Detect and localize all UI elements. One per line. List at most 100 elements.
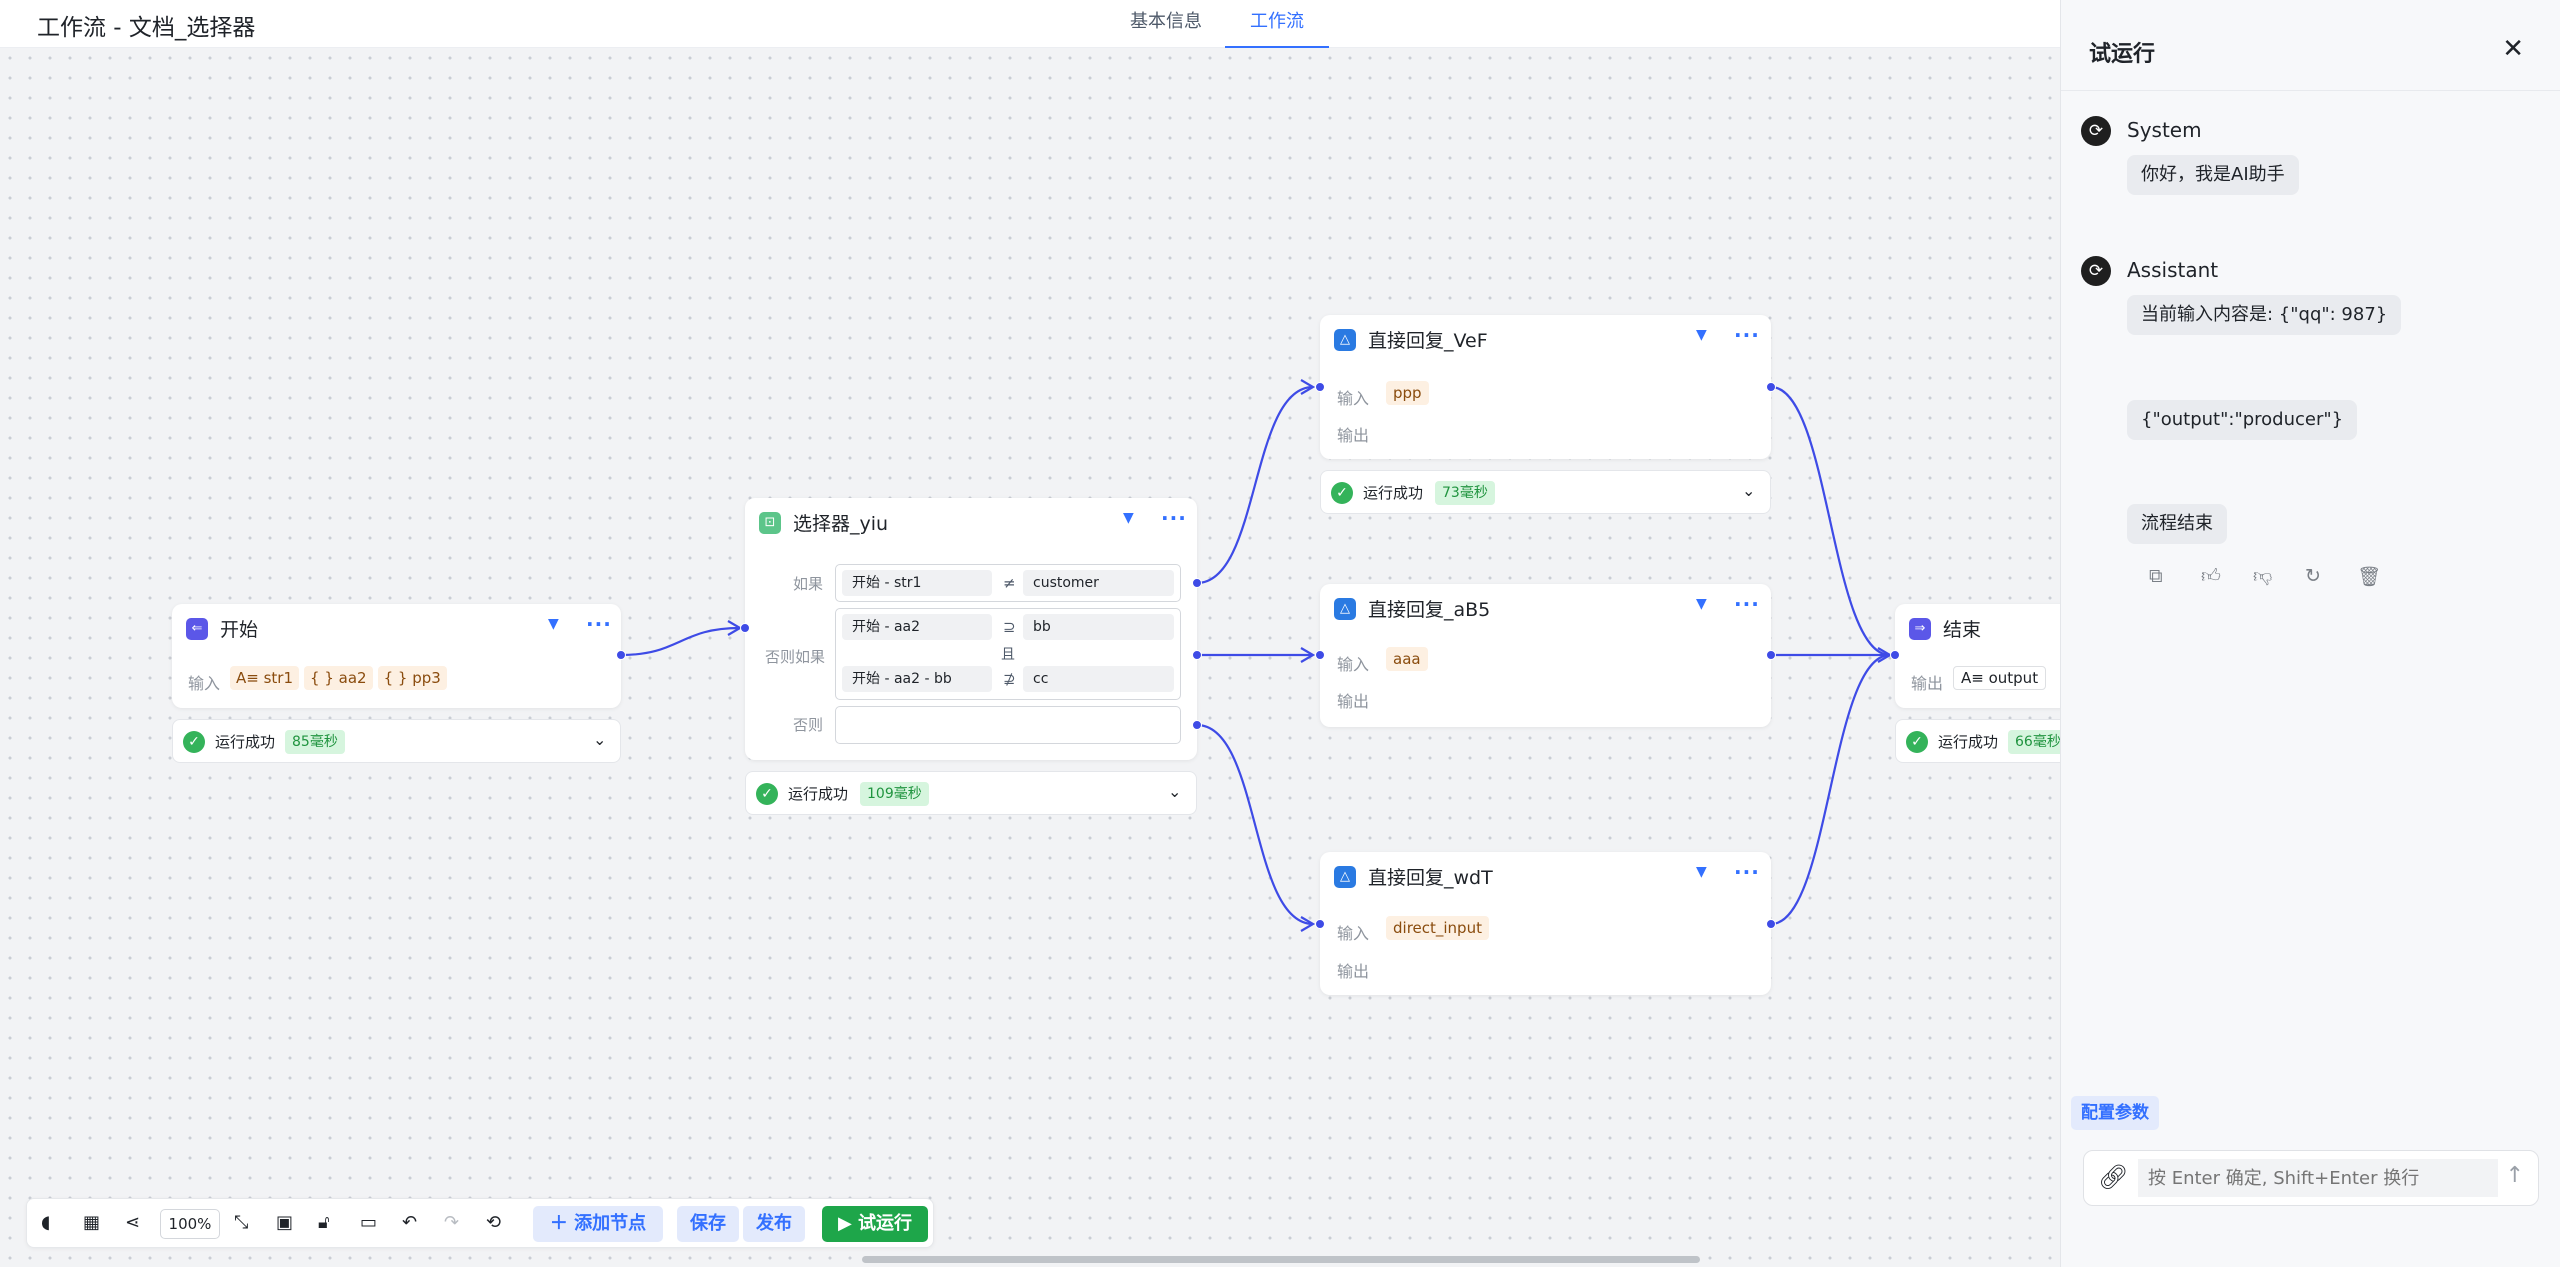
message-bubble: 流程结束 bbox=[2127, 504, 2227, 544]
chevron-down-icon[interactable]: ⌄ bbox=[593, 730, 607, 749]
node-reply-vef[interactable]: △ 直接回复_VeF ▼ ··· 输入 ppp 输出 bbox=[1320, 315, 1771, 459]
more-icon[interactable]: ··· bbox=[1734, 860, 1760, 884]
input-label: 输入 bbox=[1337, 924, 1370, 943]
close-icon[interactable]: ✕ bbox=[2502, 34, 2524, 64]
start-output-port[interactable] bbox=[616, 650, 626, 660]
minimap-icon[interactable]: ▣ bbox=[276, 1212, 294, 1233]
chevron-down-icon[interactable]: ⌄ bbox=[1168, 782, 1182, 801]
condition-value: customer bbox=[1023, 570, 1174, 596]
test-run-panel: 试运行 ✕ ⟳ System 你好，我是AI助手 ⟳ Assistant 当前输… bbox=[2060, 0, 2560, 1267]
message-role: Assistant bbox=[2127, 258, 2219, 282]
node-title: 选择器_yiu bbox=[793, 513, 889, 535]
elseif-output-port[interactable] bbox=[1192, 650, 1202, 660]
reply-wdt-input-port[interactable] bbox=[1315, 919, 1325, 929]
tab-basic-info[interactable]: 基本信息 bbox=[1130, 11, 1202, 32]
condition-field: 开始 - str1 bbox=[842, 570, 992, 596]
output-label: 输出 bbox=[1337, 426, 1370, 445]
message-bubble: {"output":"producer"} bbox=[2127, 400, 2358, 440]
mouse-icon[interactable]: ◖ bbox=[41, 1212, 51, 1233]
reply-icon: △ bbox=[1334, 329, 1356, 351]
refresh-icon[interactable]: ↻ bbox=[2305, 565, 2321, 587]
copy-icon[interactable]: ⧉ bbox=[2149, 565, 2163, 587]
reply-vef-output-port[interactable] bbox=[1766, 382, 1776, 392]
canvas-toolbar: ◖ ▦ ⋖ 100% ⤡ ▣ 🔓︎ ▭ ↶ ↷ ⟲ ＋ 添加节点 保存 发布 ▶… bbox=[26, 1198, 934, 1248]
more-icon[interactable]: ··· bbox=[1161, 506, 1187, 530]
else-label: 否则 bbox=[793, 716, 824, 734]
add-node-label: 添加节点 bbox=[574, 1213, 647, 1234]
reply-ab5-input-port[interactable] bbox=[1315, 650, 1325, 660]
zoom-level[interactable]: 100% bbox=[160, 1209, 220, 1239]
reply-vef-input-port[interactable] bbox=[1315, 382, 1325, 392]
collapse-caret-icon[interactable]: ▼ bbox=[1123, 510, 1134, 526]
node-selector[interactable]: ⊡ 选择器_yiu ▼ ··· 如果 开始 - str1 ≠ customer … bbox=[745, 498, 1197, 760]
test-run-button[interactable]: ▶ 试运行 bbox=[822, 1206, 928, 1242]
input-label: 输入 bbox=[188, 674, 221, 693]
else-output-port[interactable] bbox=[1192, 720, 1202, 730]
status-text: 运行成功 bbox=[215, 733, 276, 751]
condition-operator: ⊇ bbox=[1003, 618, 1016, 636]
thumbs-down-icon[interactable]: 👎︎ bbox=[2253, 565, 2273, 587]
reply-vef-status[interactable]: ✓ 运行成功 73毫秒 ⌄ bbox=[1320, 470, 1771, 514]
collapse-caret-icon[interactable]: ▼ bbox=[1696, 596, 1707, 612]
reply-ab5-output-port[interactable] bbox=[1766, 650, 1776, 660]
var-tag: { } pp3 bbox=[377, 666, 447, 690]
end-icon: ⇒ bbox=[1909, 618, 1931, 640]
if-condition[interactable]: 开始 - str1 ≠ customer bbox=[835, 564, 1181, 602]
history-icon[interactable]: ⟲ bbox=[486, 1212, 502, 1233]
fit-view-icon[interactable]: ⤡ bbox=[234, 1212, 249, 1233]
selector-status[interactable]: ✓ 运行成功 109毫秒 ⌄ bbox=[745, 771, 1197, 815]
output-label: 输出 bbox=[1337, 962, 1370, 981]
node-reply-ab5[interactable]: △ 直接回复_aB5 ▼ ··· 输入 aaa 输出 bbox=[1320, 584, 1771, 727]
collapse-caret-icon[interactable]: ▼ bbox=[1696, 327, 1707, 343]
grid-icon[interactable]: ▦ bbox=[83, 1212, 101, 1233]
plus-icon: ＋ bbox=[549, 1213, 575, 1234]
message-role: System bbox=[2127, 118, 2202, 142]
elseif-condition[interactable]: 开始 - aa2 ⊇ bb 且 开始 - aa2 - bb ⊉ cc bbox=[835, 608, 1181, 700]
more-icon[interactable]: ··· bbox=[586, 612, 612, 636]
collapse-caret-icon[interactable]: ▼ bbox=[1696, 864, 1707, 880]
save-button[interactable]: 保存 bbox=[677, 1206, 739, 1242]
undo-icon[interactable]: ↶ bbox=[402, 1212, 418, 1233]
node-start[interactable]: ⇐ 开始 ▼ ··· 输入 A≡ str1{ } aa2{ } pp3 bbox=[172, 604, 621, 708]
horizontal-scrollbar[interactable] bbox=[862, 1256, 1700, 1263]
more-icon[interactable]: ··· bbox=[1734, 592, 1760, 616]
start-vars: A≡ str1{ } aa2{ } pp3 bbox=[230, 666, 452, 690]
send-icon[interactable]: ↑ bbox=[2505, 1163, 2524, 1188]
output-var-tag: A≡ output bbox=[1953, 666, 2047, 690]
more-icon[interactable]: ··· bbox=[1734, 323, 1760, 347]
reply-wdt-output-port[interactable] bbox=[1766, 919, 1776, 929]
add-node-button[interactable]: ＋ 添加节点 bbox=[533, 1206, 663, 1242]
link-icon[interactable]: 🔗︎ bbox=[2098, 1163, 2129, 1191]
delete-icon[interactable]: 🗑︎ bbox=[2357, 566, 2382, 588]
redo-icon[interactable]: ↷ bbox=[444, 1212, 460, 1233]
divider bbox=[2061, 90, 2560, 91]
duration-badge: 85毫秒 bbox=[285, 730, 345, 754]
node-reply-wdt[interactable]: △ 直接回复_wdT ▼ ··· 输入 direct_input 输出 bbox=[1320, 852, 1771, 995]
chat-input[interactable] bbox=[2138, 1159, 2498, 1197]
node-title: 直接回复_aB5 bbox=[1368, 599, 1491, 621]
thumbs-up-icon[interactable]: 👍︎ bbox=[2201, 565, 2221, 587]
chat-input-box: 🔗︎ ↑ bbox=[2083, 1150, 2539, 1206]
chevron-down-icon[interactable]: ⌄ bbox=[1742, 481, 1756, 500]
end-input-port[interactable] bbox=[1890, 650, 1900, 660]
node-title: 开始 bbox=[220, 619, 259, 641]
duration-badge: 66毫秒 bbox=[2008, 730, 2068, 754]
else-condition[interactable] bbox=[835, 706, 1181, 744]
duration-badge: 109毫秒 bbox=[860, 782, 929, 806]
message-bubble: 你好，我是AI助手 bbox=[2127, 155, 2299, 195]
if-output-port[interactable] bbox=[1192, 578, 1202, 588]
collapse-caret-icon[interactable]: ▼ bbox=[548, 616, 559, 632]
input-var-tag: direct_input bbox=[1386, 916, 1489, 940]
message-bubble: 当前输入内容是: {"qq": 987} bbox=[2127, 295, 2402, 335]
tab-workflow[interactable]: 工作流 bbox=[1225, 0, 1329, 48]
lock-icon[interactable]: 🔓︎ bbox=[318, 1212, 330, 1233]
config-params-button[interactable]: 配置参数 bbox=[2071, 1096, 2159, 1130]
success-icon: ✓ bbox=[756, 783, 778, 805]
publish-button[interactable]: 发布 bbox=[743, 1206, 805, 1242]
connect-icon[interactable]: ⋖ bbox=[125, 1212, 141, 1233]
start-status[interactable]: ✓ 运行成功 85毫秒 ⌄ bbox=[172, 719, 621, 763]
success-icon: ✓ bbox=[1331, 482, 1353, 504]
selector-input-port[interactable] bbox=[740, 623, 750, 633]
condition-value: cc bbox=[1023, 666, 1174, 692]
comment-icon[interactable]: ▭ bbox=[360, 1212, 378, 1233]
